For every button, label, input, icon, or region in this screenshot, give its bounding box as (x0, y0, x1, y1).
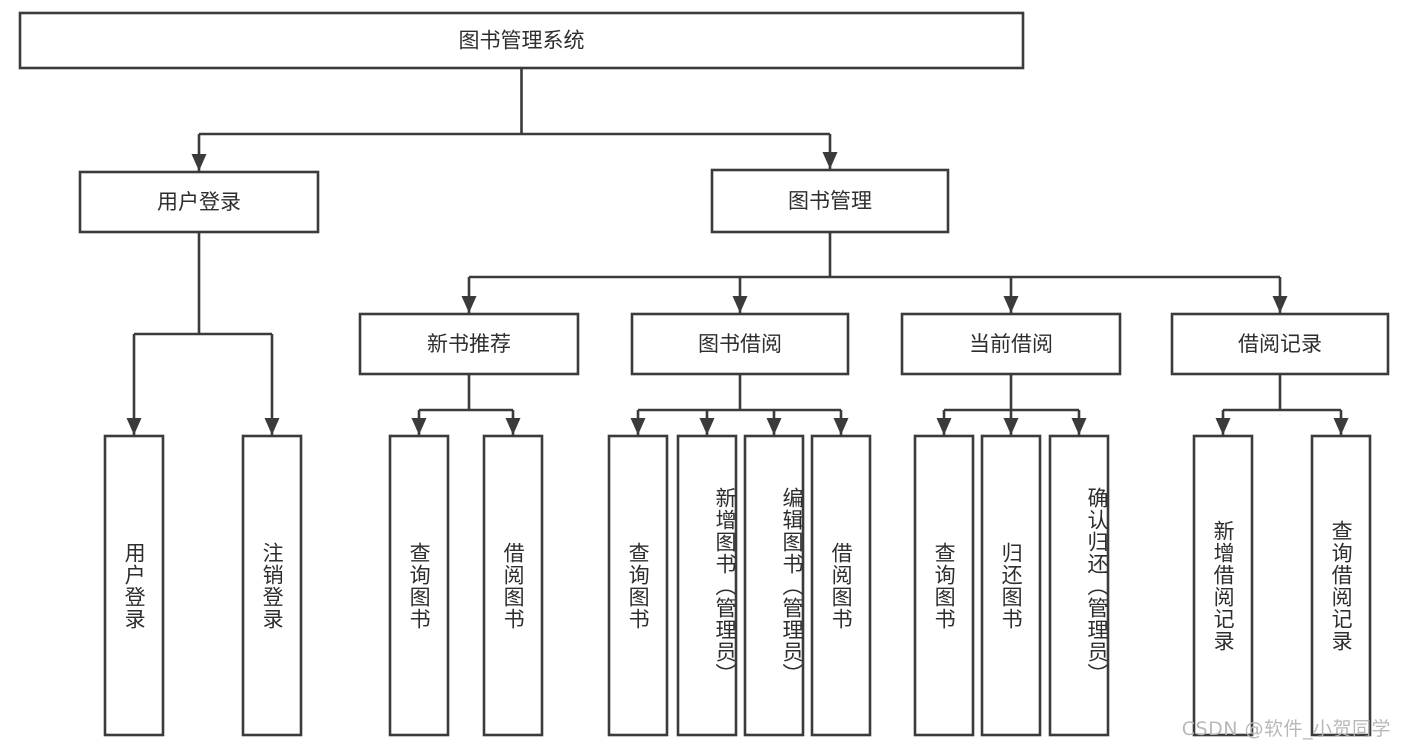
node-box-current-borrow[interactable] (900, 312, 1122, 376)
node-box-borrow-borrow-book[interactable] (810, 434, 872, 737)
node-box-user-login-do[interactable] (103, 434, 165, 737)
node-box-current-return-book[interactable] (980, 434, 1042, 737)
node-box-user-logout[interactable] (241, 434, 303, 737)
watermark: CSDN @软件_小贺同学 (1181, 718, 1391, 740)
arrow-head-icon (1003, 296, 1019, 313)
arrow-head-icon (833, 418, 849, 435)
node-box-record-add[interactable] (1192, 434, 1254, 737)
node-box-record-query[interactable] (1310, 434, 1372, 737)
node-box-borrow-edit-book[interactable] (743, 434, 805, 737)
arrow-head-icon (699, 418, 715, 435)
arrow-head-icon (1003, 418, 1019, 435)
node-label-current-borrow: 当前借阅 (969, 332, 1053, 356)
arrow-head-icon (630, 418, 646, 435)
arrow-head-icon (461, 296, 477, 313)
arrow-head-icon (1215, 418, 1231, 435)
arrow-head-icon (411, 418, 427, 435)
node-box-book-manage[interactable] (710, 168, 950, 234)
node-box-borrow-add-book[interactable] (676, 434, 738, 737)
node-label-borrow-record: 借阅记录 (1238, 332, 1322, 356)
arrow-head-icon (1071, 418, 1087, 435)
arrow-head-icon (936, 418, 952, 435)
node-label-user-login: 用户登录 (157, 190, 241, 214)
arrow-head-icon (1272, 296, 1288, 313)
node-label-book-manage: 图书管理 (788, 189, 872, 213)
node-box-user-login[interactable] (78, 170, 320, 234)
node-box-book-borrow[interactable] (630, 312, 850, 376)
arrow-head-icon (732, 296, 748, 313)
node-label-root: 图书管理系统 (459, 29, 585, 53)
arrow-head-icon (822, 152, 838, 169)
node-box-borrow-record[interactable] (1170, 312, 1390, 376)
node-box-root[interactable] (18, 11, 1025, 70)
node-box-recommend-query-book[interactable] (388, 434, 450, 737)
arrow-head-icon (191, 154, 207, 171)
node-box-new-book-recommend[interactable] (358, 312, 580, 376)
node-box-borrow-query-book[interactable] (607, 434, 669, 737)
node-box-current-query-book[interactable] (913, 434, 975, 737)
node-label-book-borrow: 图书借阅 (698, 332, 782, 356)
node-label-new-book-recommend: 新书推荐 (427, 332, 511, 356)
node-box-current-confirm-return[interactable] (1048, 434, 1110, 737)
arrow-head-icon (505, 418, 521, 435)
arrow-head-icon (264, 418, 280, 435)
connectors-layer (126, 68, 1349, 435)
arrow-head-icon (766, 418, 782, 435)
arrow-head-icon (1333, 418, 1349, 435)
node-box-recommend-borrow-book[interactable] (482, 434, 544, 737)
arrow-head-icon (126, 418, 142, 435)
